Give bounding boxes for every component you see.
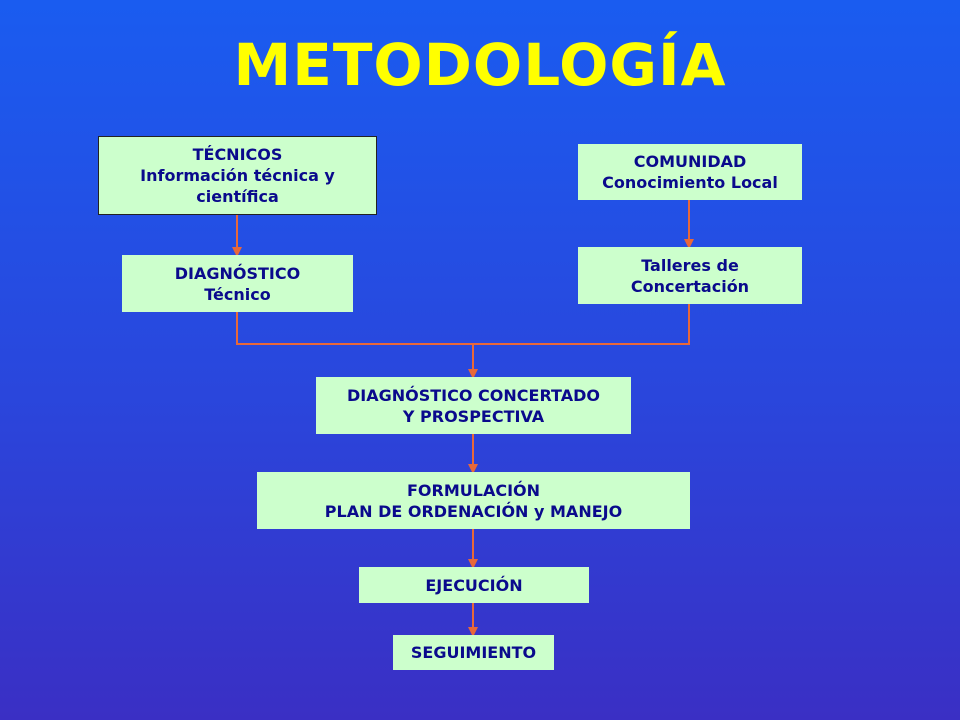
node-formulacion-line2: PLAN DE ORDENACIÓN y MANEJO <box>324 501 623 521</box>
node-comunidad-line2: Conocimiento Local <box>602 173 778 192</box>
node-seguimiento-line1: SEGUIMIENTO <box>410 643 537 662</box>
node-diagnostico-tecnico: DIAGNÓSTICO Técnico <box>122 255 353 312</box>
node-diagnostico-concertado: DIAGNÓSTICO CONCERTADO Y PROSPECTIVA <box>316 377 631 434</box>
node-diagnostico-tecnico-line1: DIAGNÓSTICO <box>174 263 301 283</box>
node-tecnicos: TÉCNICOS Información técnica y científic… <box>98 136 377 215</box>
node-talleres-line2: Concertación <box>630 276 750 296</box>
node-diagnostico-concertado-line1: DIAGNÓSTICO CONCERTADO <box>347 385 600 405</box>
node-ejecucion: EJECUCIÓN <box>359 567 589 603</box>
node-talleres-line1: Talleres de <box>641 255 739 275</box>
node-diagnostico-tecnico-line2: Técnico <box>204 284 271 304</box>
node-seguimiento: SEGUIMIENTO <box>393 635 554 670</box>
node-tecnicos-line3: científica <box>196 187 279 206</box>
merge-line <box>236 304 690 345</box>
node-ejecucion-line1: EJECUCIÓN <box>425 575 523 595</box>
node-formulacion-line1: FORMULACIÓN <box>406 480 541 500</box>
node-tecnicos-line2: Información técnica y <box>140 166 335 185</box>
node-diagnostico-concertado-line2: Y PROSPECTIVA <box>402 406 545 426</box>
node-comunidad: COMUNIDAD Conocimiento Local <box>578 144 802 200</box>
node-formulacion: FORMULACIÓN PLAN DE ORDENACIÓN y MANEJO <box>257 472 690 529</box>
page-title: METODOLOGÍA <box>233 31 727 99</box>
node-tecnicos-line1: TÉCNICOS <box>192 145 283 164</box>
node-comunidad-line1: COMUNIDAD <box>633 152 747 171</box>
node-talleres: Talleres de Concertación <box>578 247 802 304</box>
